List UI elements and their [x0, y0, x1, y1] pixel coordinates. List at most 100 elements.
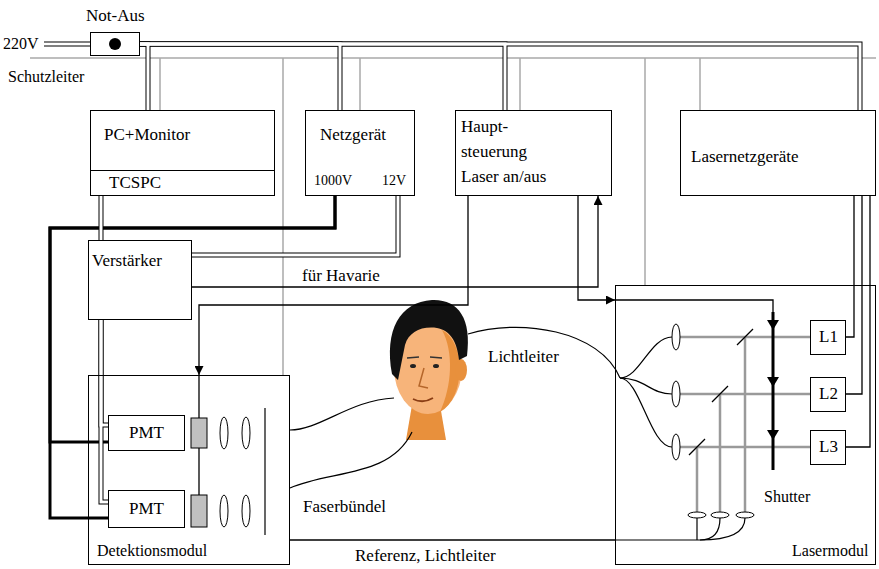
fibre: [290, 398, 394, 430]
lens: [242, 495, 250, 527]
voltage-label: 220V: [3, 35, 39, 53]
coupling-lens: [688, 512, 706, 518]
box-label: Verstärker: [92, 251, 162, 271]
beam-splitters: [689, 329, 753, 455]
high-voltage-cable: [50, 196, 335, 518]
detector-box: PMT: [108, 415, 185, 451]
signal-line: [846, 196, 854, 337]
box-label: TCSPC: [109, 173, 161, 193]
fibre: [700, 518, 720, 540]
detection-optics: [191, 375, 265, 535]
earth-wire: [644, 58, 646, 285]
nose: [419, 368, 428, 388]
lens: [672, 434, 680, 460]
eye: [433, 364, 439, 368]
box-label: L3: [819, 437, 838, 457]
lens: [672, 324, 680, 350]
shutter-arrow: [767, 377, 779, 387]
box-label: Haupt- steuerung Laser an/aus: [461, 114, 561, 189]
part-label: Faserbündel: [303, 497, 386, 517]
amplifier-box: Verstärker: [88, 240, 192, 320]
box-label: PMT: [129, 499, 164, 519]
control-wire: [198, 448, 199, 495]
coupling-lens: [736, 512, 754, 518]
signal-line: [846, 196, 870, 447]
cable-inner: [101, 320, 108, 502]
fibre: [615, 539, 700, 540]
earth-bus: [30, 57, 876, 59]
signal-line: [578, 196, 615, 300]
detector-shutter: [191, 495, 207, 527]
stop-button: [109, 38, 121, 50]
lens: [220, 417, 228, 449]
cable-inner: [140, 44, 860, 110]
beam: [719, 394, 722, 512]
box-label: L2: [819, 384, 838, 404]
box-label: Lasernetzgeräte: [691, 147, 799, 167]
fibre: [620, 337, 672, 378]
part-label: Referenz, Lichtleiter: [355, 546, 496, 566]
edge-label: für Havarie: [300, 266, 382, 286]
signal-line: [290, 539, 615, 540]
beam: [696, 447, 699, 512]
module-box: Lasermodul L1L2L3: [615, 285, 876, 565]
hair: [390, 300, 468, 380]
mouth: [413, 398, 433, 401]
beam-splitter: [737, 329, 753, 345]
module-box: DetektionsmodulPMTPMT: [88, 375, 290, 565]
box-label: L1: [819, 327, 838, 347]
box-label: Not-Aus: [86, 6, 145, 26]
detector-shutter: [191, 418, 207, 448]
beam-splitter: [712, 386, 728, 402]
earth-wire: [359, 58, 361, 110]
power-cable: [140, 44, 860, 110]
detector-box: PMT: [108, 490, 185, 528]
cable-inner: [140, 44, 505, 110]
laser-box: L2: [810, 377, 846, 412]
wire-label: Schutzleiter: [8, 68, 84, 86]
cable-inner: [192, 196, 398, 255]
control-wire: [615, 300, 773, 312]
beam: [676, 393, 810, 396]
power-cable: [192, 196, 398, 255]
beam: [676, 336, 810, 339]
signal-line: [846, 196, 862, 394]
beam-splitter: [689, 439, 705, 455]
power-cable: [140, 44, 148, 110]
box-label: 12V: [382, 173, 406, 189]
earth-wire: [282, 58, 284, 375]
fibre: [620, 378, 672, 394]
lens: [672, 381, 680, 407]
cable-inner: [140, 44, 340, 110]
eye: [410, 364, 416, 368]
emergency-stop: Not-Aus: [90, 32, 140, 56]
box-label: Lasermodul: [792, 542, 868, 560]
laser-power-box: Lasernetzgeräte: [680, 110, 876, 196]
box-label: PMT: [129, 423, 164, 443]
signal-line: [192, 196, 598, 287]
earth-wire: [159, 58, 161, 110]
cable-inner: [140, 44, 148, 110]
card-band: TCSPC: [90, 170, 275, 196]
high-voltage-cable: [50, 196, 335, 442]
eyebrows: [407, 357, 442, 358]
part-label: Shutter: [764, 488, 810, 506]
mains-cable: [44, 42, 90, 47]
earth-wire: [519, 58, 521, 110]
box-label: Netzgerät: [320, 125, 386, 145]
power-cable: [140, 44, 505, 110]
reference-fibres: [615, 518, 745, 540]
laser-box: L3: [810, 430, 846, 465]
computer-box: PC+MonitorTCSPC: [90, 110, 275, 196]
laser-optics: [615, 300, 810, 540]
beam: [744, 337, 747, 512]
fibre-mount: [264, 408, 265, 535]
cable-inner: [100, 196, 103, 240]
lens: [242, 417, 250, 449]
power-cable: [140, 44, 340, 110]
fibre: [290, 432, 412, 488]
coupling-lens: [711, 512, 729, 518]
power-cable: [101, 320, 108, 502]
